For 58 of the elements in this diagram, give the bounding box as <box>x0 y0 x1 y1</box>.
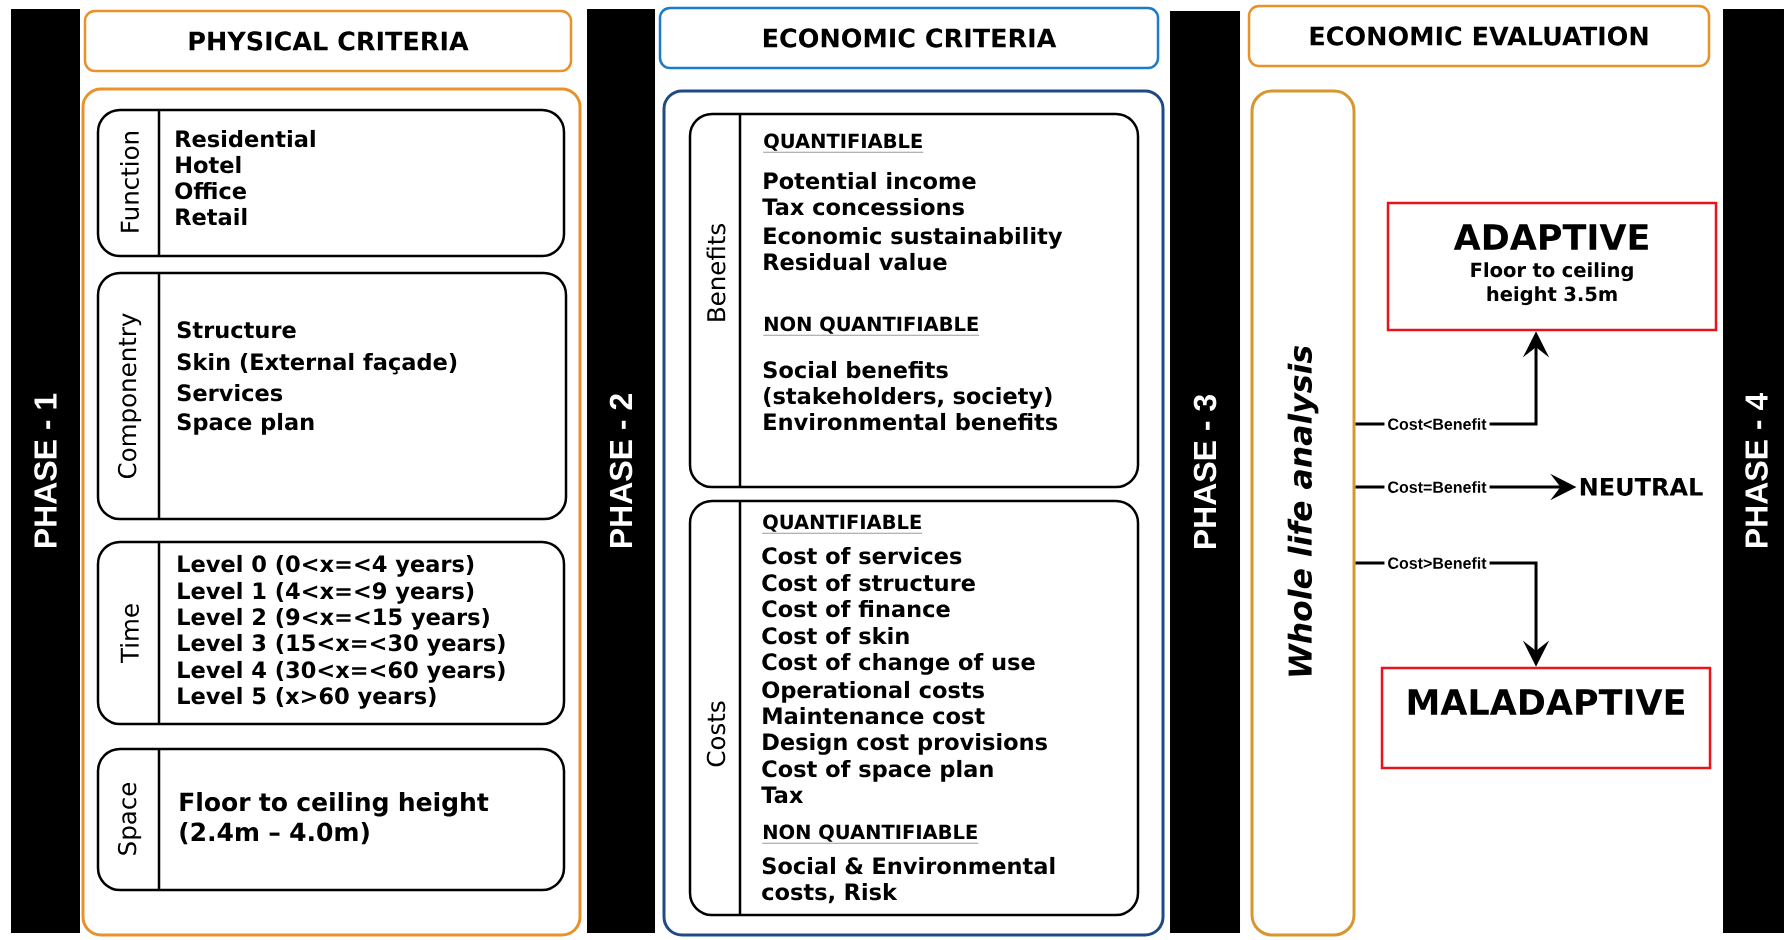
phase-bar: PHASE - 4 <box>1723 9 1784 933</box>
outcome-text: NEUTRAL <box>1580 478 1703 496</box>
phase-bar: PHASE - 2 <box>587 9 655 933</box>
list-item: Structure <box>177 321 296 339</box>
list-item: Cost of finance <box>762 599 950 618</box>
list-item: Cost of change of use <box>762 652 1035 675</box>
list-item: Cost of services <box>762 546 962 565</box>
list-item: Services <box>177 383 283 402</box>
list-item: Floor to ceiling height (2.4m – 4.0m) <box>180 792 489 845</box>
list-item: Cost of skin <box>762 626 909 645</box>
panel-label: Space <box>117 782 142 855</box>
edge-label: Cost>Benefit <box>1384 554 1490 572</box>
panel-label: Componentry <box>117 313 142 479</box>
list-item: Design cost provisions <box>763 732 1047 755</box>
list-item: Social benefits (stakeholders, society) <box>763 360 1052 409</box>
list-item: Social & Environmental costs, Risk <box>762 856 1055 904</box>
list-item: Operational costs <box>762 680 984 703</box>
section-heading: QUANTIFIABLE <box>763 133 924 153</box>
header-box: ECONOMIC CRITERIA <box>658 6 1160 70</box>
list-item: Hotel <box>176 155 241 174</box>
phase-bar: PHASE - 1 <box>11 9 80 933</box>
list-item: Tax <box>761 786 804 804</box>
section-heading: NON QUANTIFIABLE <box>762 824 979 844</box>
group-frame <box>662 89 1165 937</box>
list-item: Cost of space plan <box>762 759 993 782</box>
panel-label: Benefits <box>706 224 726 321</box>
list-item: Space plan <box>177 412 314 435</box>
section-heading: QUANTIFIABLE <box>762 514 923 534</box>
outcome-box: ADAPTIVE Floor to ceiling height 3.5m <box>1386 201 1718 332</box>
group-frame <box>81 87 582 937</box>
list-item: Skin (External façade) <box>177 352 457 375</box>
panel-label: Costs <box>706 701 726 767</box>
edge-label: Cost=Benefit <box>1384 478 1490 496</box>
list-item: Residual value <box>764 252 947 271</box>
section-heading: NON QUANTIFIABLE <box>763 316 980 336</box>
list-item: Potential income <box>764 171 976 190</box>
list-item: Level 5 (x>60 years) <box>178 686 436 709</box>
list-item: Level 4 (30<x=<60 years) <box>178 660 505 683</box>
list-item: Office <box>175 181 246 200</box>
list-item: Economic sustainability <box>764 226 1063 249</box>
list-item: Level 3 (15<x=<30 years) <box>178 633 505 656</box>
panel-label: Function <box>120 131 139 232</box>
list-item: Level 1 (4<x=<9 years) <box>178 581 474 604</box>
outcome-box: MALADAPTIVE <box>1380 666 1712 770</box>
edge-label: Cost<Benefit <box>1384 415 1490 433</box>
header-box: PHYSICAL CRITERIA <box>83 9 573 73</box>
list-item: Tax concessions <box>762 197 964 216</box>
phase-bar: PHASE - 3 <box>1170 11 1240 933</box>
list-item: Residential <box>176 129 315 148</box>
list-item: Environmental benefits <box>764 412 1058 431</box>
list-item: Level 2 (9<x=<15 years) <box>178 607 489 630</box>
list-item: Retail <box>176 207 247 226</box>
analysis-box: Whole life analysis <box>1250 89 1356 937</box>
panel-label: Time <box>120 604 139 664</box>
list-item: Maintenance cost <box>763 706 985 725</box>
list-item: Cost of structure <box>762 573 975 592</box>
header-box: ECONOMIC EVALUATION <box>1247 4 1711 68</box>
list-item: Level 0 (0<x=<4 years) <box>178 554 474 577</box>
